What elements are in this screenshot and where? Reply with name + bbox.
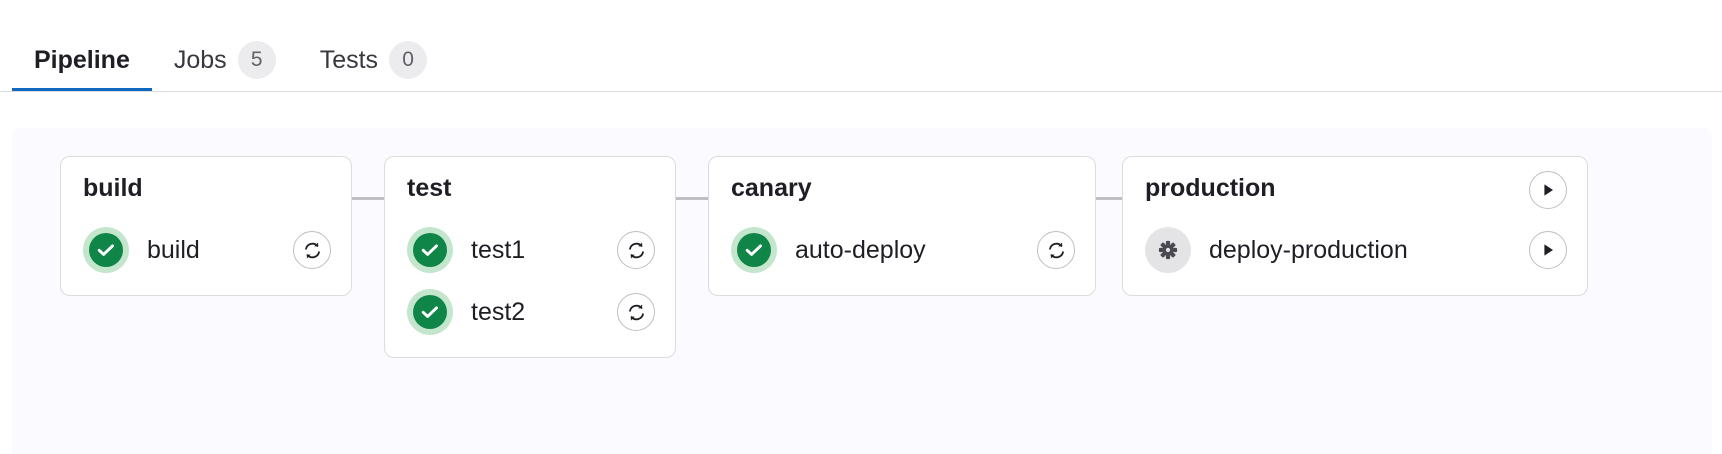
job-action-retry-button[interactable] — [1037, 231, 1075, 269]
job-list-canary: auto-deploy — [709, 219, 1095, 295]
check-icon — [413, 295, 447, 329]
tab-jobs[interactable]: Jobs 5 — [152, 0, 298, 92]
tab-tests[interactable]: Tests 0 — [298, 0, 449, 92]
job-name: build — [147, 236, 200, 264]
play-icon — [1544, 184, 1553, 196]
stage-connector — [676, 197, 708, 200]
stage-header-build: build — [61, 157, 351, 219]
job-row[interactable]: auto-deploy — [709, 219, 1095, 281]
job-row[interactable]: test1 — [385, 219, 675, 281]
job-name: deploy-production — [1209, 236, 1408, 264]
check-icon — [89, 233, 123, 267]
stage-title-build: build — [83, 174, 143, 202]
tab-tests-badge: 0 — [389, 41, 428, 79]
pipeline-graph-panel: build build test test1 test2 canary auto-deplo… — [12, 128, 1712, 454]
job-status-success-icon — [407, 289, 453, 335]
job-status-success-icon — [83, 227, 129, 273]
stage-title-canary: canary — [731, 174, 812, 202]
tab-bar: Pipeline Jobs 5 Tests 0 — [0, 0, 1722, 93]
job-list-test: test1 test2 — [385, 219, 675, 357]
stage-card-build: build build — [60, 156, 352, 296]
job-row[interactable]: test2 — [385, 281, 675, 343]
job-list-build: build — [61, 219, 351, 295]
job-action-retry-button[interactable] — [617, 293, 655, 331]
check-icon — [413, 233, 447, 267]
job-action-retry-button[interactable] — [617, 231, 655, 269]
tab-jobs-label: Jobs — [173, 46, 227, 74]
stage-card-test: test test1 test2 — [384, 156, 676, 358]
stage-connector — [1096, 197, 1122, 200]
job-name: test1 — [471, 236, 526, 264]
tab-pipeline[interactable]: Pipeline — [12, 0, 152, 92]
job-row[interactable]: build — [61, 219, 351, 281]
tab-bar-divider — [0, 91, 1722, 92]
check-icon — [737, 233, 771, 267]
job-row[interactable]: deploy-production — [1123, 219, 1587, 281]
job-status-success-icon — [407, 227, 453, 273]
stage-card-production: production deploy-production — [1122, 156, 1588, 296]
job-status-success-icon — [731, 227, 777, 273]
stage-action-play-production[interactable] — [1529, 171, 1567, 209]
stage-header-canary: canary — [709, 157, 1095, 219]
gear-icon — [1151, 233, 1185, 267]
job-name: test2 — [471, 298, 526, 326]
job-action-retry-button[interactable] — [293, 231, 331, 269]
stage-connector — [352, 197, 384, 200]
tab-jobs-badge: 5 — [237, 41, 276, 79]
tab-pipeline-label: Pipeline — [34, 46, 130, 74]
tab-list: Pipeline Jobs 5 Tests 0 — [12, 0, 449, 92]
stage-header-test: test — [385, 157, 675, 219]
stage-card-canary: canary auto-deploy — [708, 156, 1096, 296]
pipeline-stage-row: build build test test1 test2 canary auto-deplo… — [12, 128, 1712, 454]
tab-tests-label: Tests — [319, 46, 379, 74]
stage-title-test: test — [407, 174, 452, 202]
job-list-production: deploy-production — [1123, 219, 1587, 295]
job-name: auto-deploy — [795, 236, 926, 264]
tab-active-underline — [12, 88, 152, 92]
stage-header-production: production — [1123, 157, 1587, 219]
job-action-play-button[interactable] — [1529, 231, 1567, 269]
job-status-manual-icon — [1145, 227, 1191, 273]
stage-title-production: production — [1145, 174, 1276, 202]
